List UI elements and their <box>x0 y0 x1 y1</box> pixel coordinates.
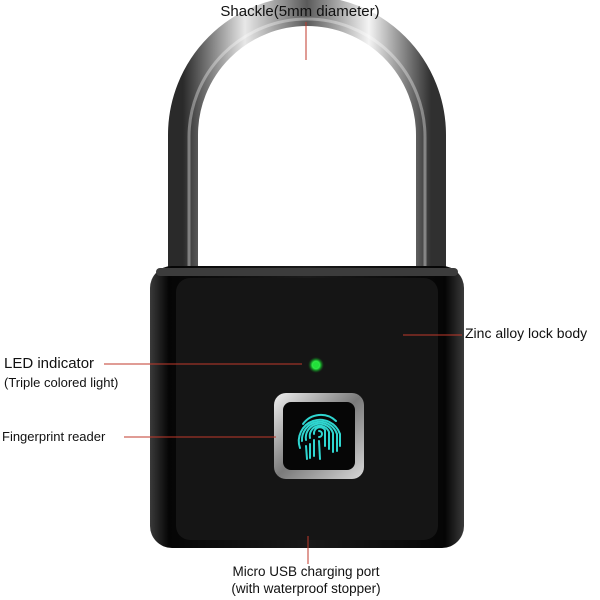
fingerprint-icon <box>297 413 341 460</box>
label-fingerprint-reader: Fingerprint reader <box>2 429 106 444</box>
shackle <box>168 0 446 290</box>
fingerprint-reader <box>274 393 364 479</box>
label-led-indicator-sub: (Triple colored light) <box>4 375 119 390</box>
led-indicator <box>308 357 324 373</box>
label-lock-body: Zinc alloy lock body <box>465 325 588 341</box>
label-usb-port-sub: (with waterproof stopper) <box>231 581 381 596</box>
shackle-highlight <box>187 17 427 280</box>
label-usb-port: Micro USB charging port <box>232 564 380 579</box>
lock-body-top-edge <box>156 268 458 276</box>
shackle-outer <box>168 0 446 290</box>
label-shackle: Shackle(5mm diameter) <box>220 3 380 20</box>
leader-lines <box>104 22 462 564</box>
label-led-indicator: LED indicator <box>4 355 95 372</box>
led-dot <box>312 361 320 369</box>
